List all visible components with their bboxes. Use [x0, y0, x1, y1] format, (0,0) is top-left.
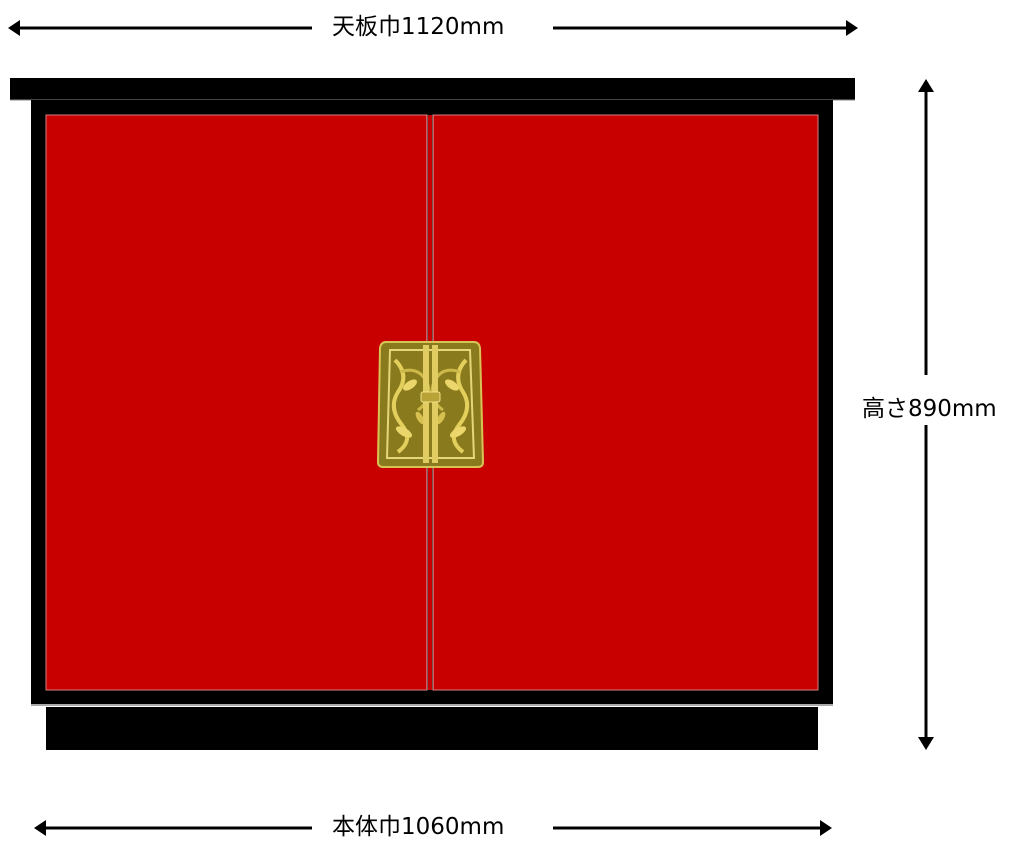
arrow-left-icon	[34, 820, 46, 836]
arrow-right-icon	[846, 20, 858, 36]
left-door-panel	[45, 114, 428, 691]
right-door-panel	[432, 114, 819, 691]
top-width-label: 天板巾1120mm	[332, 14, 505, 40]
cabinet-top-board	[10, 78, 855, 100]
arrow-up-icon	[918, 79, 934, 92]
height-label: 高さ890mm	[862, 396, 997, 422]
top-width-dimension-line	[8, 20, 858, 36]
cabinet-base-plinth	[46, 707, 818, 750]
body-width-label: 本体巾1060mm	[332, 814, 505, 840]
height-dimension-line	[918, 79, 934, 750]
body-width-dimension-line	[34, 820, 832, 836]
arrow-left-icon	[8, 20, 20, 36]
arrow-down-icon	[918, 737, 934, 750]
door-ornament-icon	[376, 341, 485, 468]
arrow-right-icon	[820, 820, 832, 836]
